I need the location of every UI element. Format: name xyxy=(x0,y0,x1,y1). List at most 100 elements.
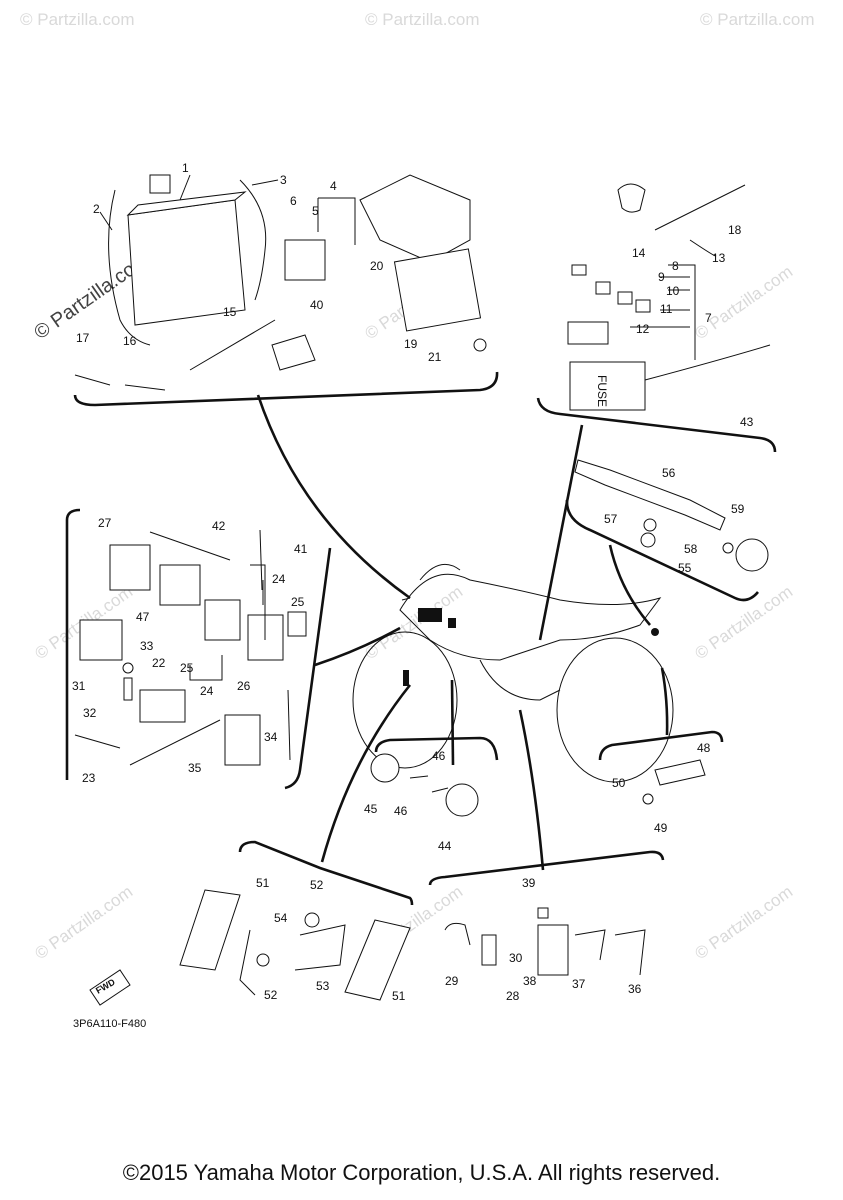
nut-52b xyxy=(304,912,320,928)
bolts-46 xyxy=(409,775,449,793)
bike-marker-relay xyxy=(448,618,456,628)
battery-lead-2 xyxy=(239,179,267,301)
battery-terminal xyxy=(149,174,171,194)
fuse-group-parts: FUSE xyxy=(567,183,771,411)
fwd-arrow xyxy=(89,969,131,1006)
windscreen xyxy=(419,563,461,581)
engine xyxy=(479,659,561,701)
callout: 1 xyxy=(182,161,189,175)
bracket-38 xyxy=(537,924,569,976)
motorcycle-outline xyxy=(352,563,674,783)
callout: 13 xyxy=(712,251,726,265)
leader-arrow xyxy=(399,589,411,601)
plate-group-parts xyxy=(642,759,706,805)
fuse-holder-12 xyxy=(567,321,609,345)
watermark: © Partzilla.com xyxy=(31,882,136,963)
group-bracket-horn xyxy=(374,736,499,761)
leader-reflector xyxy=(320,684,412,863)
horn-group-parts xyxy=(370,753,479,817)
callout: 57 xyxy=(604,512,618,526)
callout: 37 xyxy=(572,977,586,991)
nut-49 xyxy=(642,793,654,805)
callout-labels: 1 2 3 4 5 6 7 8 9 10 11 12 13 14 15 16 1… xyxy=(72,161,754,1003)
clamp-14 xyxy=(617,183,646,213)
switch-group-parts xyxy=(444,907,646,976)
leader-curves xyxy=(256,394,669,871)
group-bracket-relay-left xyxy=(65,508,81,780)
watermark: © Partzilla.com xyxy=(691,582,796,663)
callout: 30 xyxy=(509,951,523,965)
horn-45 xyxy=(370,753,400,783)
callout: 19 xyxy=(404,337,418,351)
group-bracket-switch xyxy=(428,850,665,886)
callout: 47 xyxy=(136,610,150,624)
washer-33 xyxy=(122,662,134,674)
bracket-54 xyxy=(239,929,256,996)
callout: 51 xyxy=(256,876,270,890)
callout: 52 xyxy=(310,878,324,892)
callout: 6 xyxy=(290,194,297,208)
group-brackets xyxy=(65,371,777,906)
callout: 14 xyxy=(632,246,646,260)
bike-marker-front xyxy=(418,608,442,622)
callout: 36 xyxy=(628,982,642,996)
callout: 5 xyxy=(312,204,319,218)
callout: 9 xyxy=(658,270,665,284)
callout: 46 xyxy=(432,749,446,763)
callout: 52 xyxy=(264,988,278,1002)
ecu-unit xyxy=(393,248,482,332)
bike-body xyxy=(399,573,662,661)
callout: 26 xyxy=(237,679,251,693)
horn-44 xyxy=(445,783,479,817)
connector-40 xyxy=(271,334,316,371)
callout: 12 xyxy=(636,322,650,336)
callout: 7 xyxy=(705,311,712,325)
band-34 xyxy=(287,689,291,761)
leader-24 xyxy=(250,564,266,640)
callout: 8 xyxy=(672,259,679,273)
callout: 42 xyxy=(212,519,226,533)
callout: 10 xyxy=(666,284,680,298)
watermark: © Partzilla.com xyxy=(691,882,796,963)
callout: 4 xyxy=(330,179,337,193)
reflector-51-rear xyxy=(344,919,411,1001)
relay-26 xyxy=(224,714,261,766)
leader-bracket xyxy=(608,544,651,626)
stay-53 xyxy=(294,924,346,971)
callout: 21 xyxy=(428,350,442,364)
starter-relay xyxy=(284,239,326,281)
coupler-25b xyxy=(287,611,307,637)
watermark: © Partzilla.com xyxy=(691,262,796,343)
bracket-group-parts xyxy=(574,459,769,572)
watermark: © Partzilla.com xyxy=(20,10,135,29)
reflector-group-parts: FWD xyxy=(89,889,411,1006)
band-18 xyxy=(654,184,746,231)
callout: 22 xyxy=(152,656,166,670)
callout: 33 xyxy=(140,639,154,653)
callout: 23 xyxy=(82,771,96,785)
leader-2 xyxy=(99,211,113,231)
leader-battery xyxy=(256,394,411,600)
copyright-notice: ©2015 Yamaha Motor Corporation, U.S.A. A… xyxy=(122,1160,721,1185)
callout: 51 xyxy=(392,989,406,1003)
light-48 xyxy=(654,759,706,786)
leader-relay xyxy=(314,626,401,667)
diagram-code: 3P6A110-F480 xyxy=(73,1018,146,1030)
bolt-39 xyxy=(537,907,549,919)
watermark-layer: © Partzilla.com © Partzilla.com © Partzi… xyxy=(20,10,815,963)
band-16-17 xyxy=(74,374,166,391)
callout: 17 xyxy=(76,331,90,345)
fuse-label: FUSE xyxy=(595,375,609,407)
callout: 54 xyxy=(274,911,288,925)
rear-wheel xyxy=(556,637,674,783)
stay-29 xyxy=(444,922,471,946)
washer-59 xyxy=(722,542,734,554)
leader-3 xyxy=(251,179,279,186)
callout: 18 xyxy=(728,223,742,237)
group-bracket-relay-right xyxy=(284,547,332,790)
callout: 55 xyxy=(678,561,692,575)
fuse-11 xyxy=(617,291,633,305)
relay-47 xyxy=(159,564,201,606)
